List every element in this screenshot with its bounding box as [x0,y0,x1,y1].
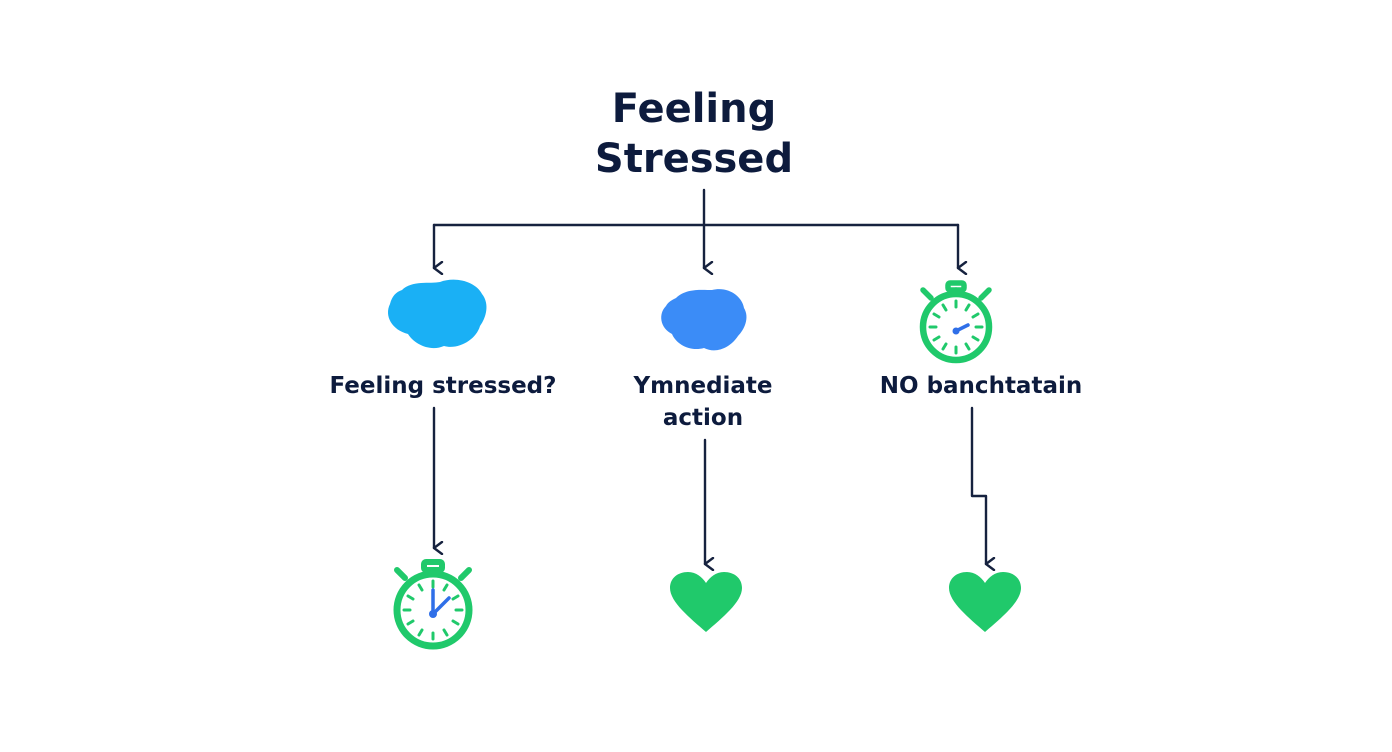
branch-label-right: NO banchtatain [880,373,1082,399]
cloud-icon [661,289,747,351]
top-connectors [432,188,958,268]
branch-label-middle-line-1: Ymnediate [632,373,772,399]
branch-right: NO banchtatain [880,280,1082,632]
heart-icon [949,572,1021,632]
heart-icon [670,572,742,632]
stopwatch-icon [919,280,993,364]
branch-arrow-down-right [970,406,986,564]
branch-left: Feeling stressed? [329,279,557,650]
cloud-icon [388,279,487,349]
branch-middle: Ymnediate action [632,289,773,632]
branch-label-middle-line-2: action [663,405,743,431]
title-line-2: Stressed [595,136,793,182]
branch-label-left: Feeling stressed? [329,373,556,399]
diagram-title: Feeling Stressed [595,86,793,182]
stopwatch-icon [393,559,473,650]
title-line-1: Feeling [612,86,777,132]
